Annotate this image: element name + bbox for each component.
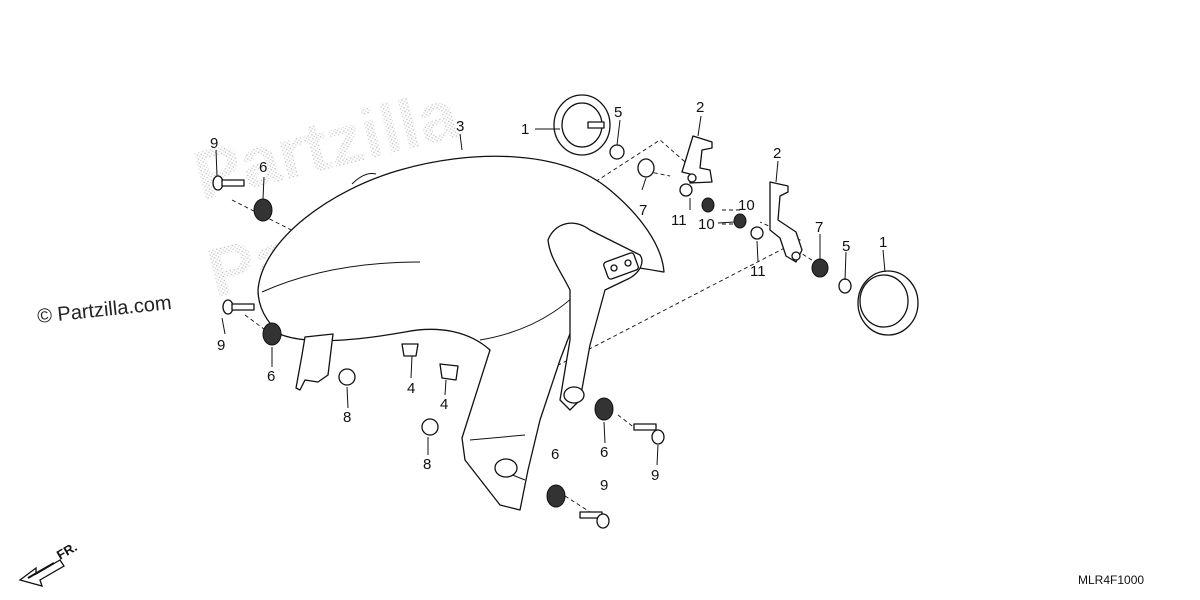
callout-9-top: 9 [210,135,218,152]
callout-10-left: 10 [698,216,715,233]
bolt-9-top [212,175,245,191]
clip-4-right [439,363,459,381]
callout-7-right: 7 [815,219,823,236]
grommet-6-bottom [546,484,566,508]
bolts [212,175,665,529]
nut-10-left [701,197,715,213]
bolt-9-mid [633,423,665,445]
washer-11-right [750,226,764,240]
callout-9-left: 9 [217,337,225,354]
nut-10-right [733,213,747,229]
callout-6-mid: 6 [600,444,608,461]
callout-2-right: 2 [773,145,781,162]
washer-11-left [679,183,693,197]
front-fender [257,155,665,511]
callout-11-left: 11 [671,212,687,229]
grommet-7-left [637,158,655,178]
callout-4-right: 4 [440,396,448,413]
screw-8-left [338,368,356,386]
callout-6-left: 6 [267,368,275,385]
callout-3: 3 [456,118,464,135]
callout-7-left: 7 [639,202,647,219]
callout-9-mid: 9 [600,477,608,494]
grommet-7-right [811,258,829,278]
bracket-left [681,135,713,184]
callout-1-right: 1 [879,234,887,251]
screw-8-mid [421,418,439,436]
reflector-left [553,94,611,156]
bolt-9-left [222,299,255,315]
callout-5-left: 5 [614,104,622,121]
callout-4-left: 4 [407,380,415,397]
callout-1-left: 1 [521,121,529,138]
callout-8-mid: 8 [423,456,431,473]
grommet-6-mid [594,397,614,421]
callout-10-right: 10 [738,197,755,214]
callout-5-right: 5 [842,238,850,255]
callout-9-right: 9 [651,467,659,484]
grommet-6-left [262,322,282,346]
callout-6-top: 6 [259,159,267,176]
bracket-right [769,181,803,263]
bolt-9-bottom [579,511,610,529]
small-parts [253,144,852,508]
callouts: 1 1 2 2 3 4 4 5 5 6 6 6 6 7 7 8 8 9 9 9 … [210,99,887,494]
reflector-right [857,270,919,336]
callout-6-right: 6 [551,446,559,463]
front-direction-label: FR. [54,539,80,562]
clip-4-left [401,343,419,357]
copyright-text: © Partzilla.com [36,292,172,328]
nut-5-right [838,278,852,294]
nut-5-left [609,144,625,160]
callout-2-left: 2 [696,99,704,116]
leader-lines [215,115,886,466]
callout-8-left: 8 [343,409,351,426]
diagram-code: MLR4F1000 [1078,573,1144,587]
callout-11-right: 11 [750,263,766,280]
front-direction-arrow: FR. [18,539,80,587]
grommet-6-top [253,198,273,222]
